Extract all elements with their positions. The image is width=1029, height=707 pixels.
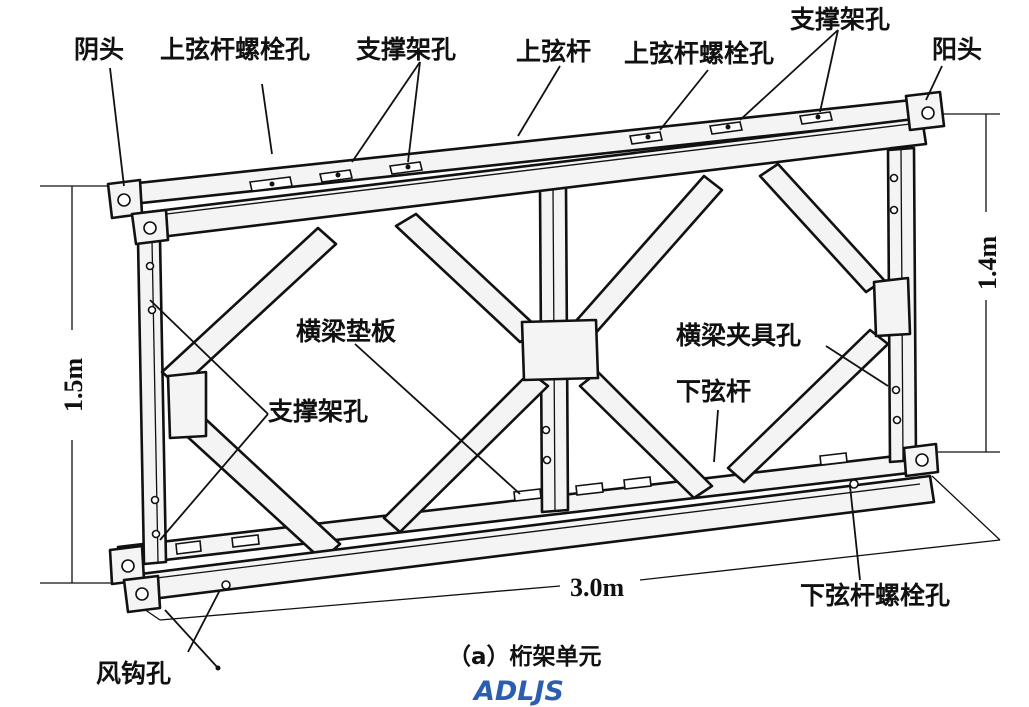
part-labels: 阴头 上弦杆螺栓孔 支撑架孔 上弦杆 上弦杆螺栓孔 支撑架孔 阳头 横梁垫板 横… (74, 5, 982, 688)
end-post-left (136, 236, 168, 566)
label-brace-frame-hole-left: 支撑架孔 (268, 397, 368, 426)
label-transom-pad: 横梁垫板 (296, 317, 396, 346)
figure-caption: （a）桁架单元 (448, 643, 602, 670)
label-brace-frame-hole-top-left: 支撑架孔 (356, 35, 456, 64)
dim-height-right: 1.4m (973, 236, 1002, 291)
label-brace-frame-hole-top-right: 支撑架孔 (790, 5, 890, 34)
transom-pad-left (166, 370, 208, 440)
label-bottom-chord-bolt-hole: 下弦杆螺栓孔 (800, 581, 950, 610)
transom-pad-right (872, 276, 912, 338)
dim-length: 3.0m (570, 573, 625, 602)
diagonal-brace (726, 328, 890, 484)
post-holes (145, 173, 902, 539)
label-wind-hook-hole: 风钩孔 (96, 659, 171, 688)
bottom-chord-holes (175, 452, 859, 590)
diagonal-brace (382, 370, 550, 534)
label-transom-clamp-hole: 横梁夹具孔 (676, 321, 801, 350)
label-top-chord: 上弦杆 (516, 37, 591, 66)
watermark-logo: ADLJS (472, 676, 564, 707)
leader-lines (109, 29, 943, 653)
label-female-end: 阴头 (74, 35, 124, 64)
truss-structure (106, 90, 946, 671)
top-chord-holes (249, 111, 833, 192)
dim-height-left: 1.5m (59, 358, 88, 413)
label-top-chord-bolt-hole-right: 上弦杆螺栓孔 (624, 39, 774, 68)
diagonal-brace (758, 162, 886, 294)
svg-text:ADLJS: ADLJS (472, 676, 564, 707)
diagonal-brace (160, 226, 338, 390)
wind-hook-rod (164, 609, 219, 669)
transom-pad-center (520, 318, 600, 382)
diagonal-brace (566, 174, 724, 346)
label-male-end: 阳头 (932, 35, 982, 64)
label-bottom-chord: 下弦杆 (676, 377, 751, 406)
label-top-chord-bolt-hole-left: 上弦杆螺栓孔 (160, 35, 310, 64)
diagonal-brace (394, 212, 542, 344)
dimension-text: 1.5m 1.4m 3.0m (59, 236, 1002, 603)
